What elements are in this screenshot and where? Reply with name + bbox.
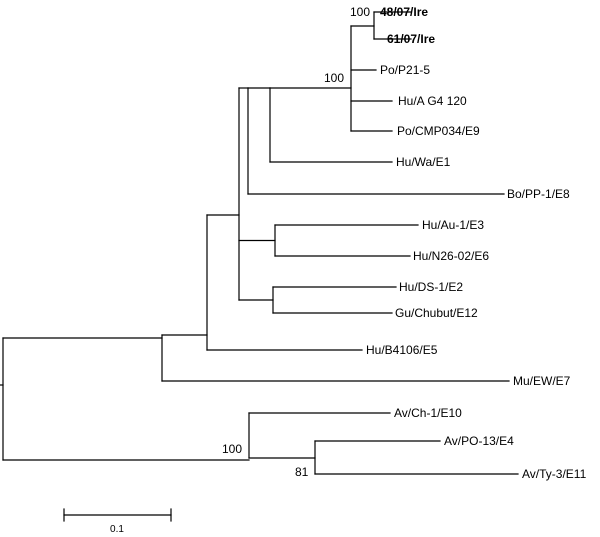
taxon-label: Av/PO-13/E4	[444, 434, 514, 448]
bootstrap-value: 81	[295, 465, 309, 479]
taxon-label: Av/Ty-3/E11	[522, 467, 587, 481]
taxon-label: Gu/Chubut/E12	[395, 306, 478, 320]
taxon-label: 48/07/Ire	[380, 5, 428, 19]
taxon-label: Po/CMP034/E9	[397, 124, 480, 138]
tree-branches	[0, 11, 519, 475]
taxon-label: Po/P21-5	[380, 63, 430, 77]
bootstrap-values: 100 100 100 81	[222, 5, 370, 479]
taxon-label: Hu/Au-1/E3	[422, 218, 484, 232]
bootstrap-value: 100	[324, 71, 344, 85]
taxon-label: Hu/Wa/E1	[396, 155, 451, 169]
scale-bar-label: 0.1	[110, 524, 124, 535]
taxon-label: Mu/EW/E7	[513, 374, 571, 388]
taxon-label: Hu/N26-02/E6	[413, 249, 489, 263]
taxon-label: Bo/PP-1/E8	[507, 187, 570, 201]
taxon-label: Av/Ch-1/E10	[394, 406, 462, 420]
taxon-label: Hu/B4106/E5	[366, 343, 438, 357]
taxon-label: Hu/A G4 120	[398, 94, 467, 108]
bootstrap-value: 100	[222, 442, 242, 456]
taxon-label: Hu/DS-1/E2	[399, 280, 463, 294]
bootstrap-value: 100	[350, 5, 370, 19]
taxon-label: 61/07/Ire	[387, 32, 435, 46]
scale-bar: 0.1	[63, 508, 172, 535]
